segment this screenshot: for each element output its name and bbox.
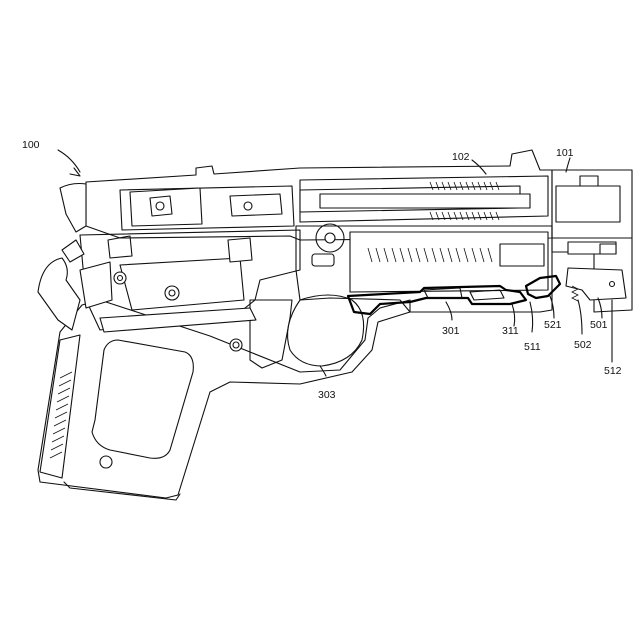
grip-screw-upper bbox=[230, 339, 242, 351]
hammer-assembly bbox=[38, 236, 132, 330]
muzzle bbox=[552, 170, 632, 238]
part-501 bbox=[566, 268, 626, 300]
label-511: 511 bbox=[524, 341, 541, 353]
trigger-guard bbox=[250, 295, 364, 368]
barrel bbox=[320, 194, 530, 208]
grip-screw-lower bbox=[100, 456, 112, 468]
label-512: 512 bbox=[604, 365, 622, 377]
label-501: 501 bbox=[590, 319, 608, 331]
label-102: 102 bbox=[452, 151, 470, 163]
label-303: 303 bbox=[318, 389, 336, 401]
label-502: 502 bbox=[574, 339, 592, 351]
grip-panel bbox=[92, 340, 193, 458]
label-101: 101 bbox=[556, 147, 574, 159]
label-301: 301 bbox=[442, 325, 460, 337]
label-521: 521 bbox=[544, 319, 562, 331]
label-311: 311 bbox=[502, 325, 519, 337]
magazine-base bbox=[40, 335, 80, 478]
label-100: 100 bbox=[22, 139, 40, 151]
